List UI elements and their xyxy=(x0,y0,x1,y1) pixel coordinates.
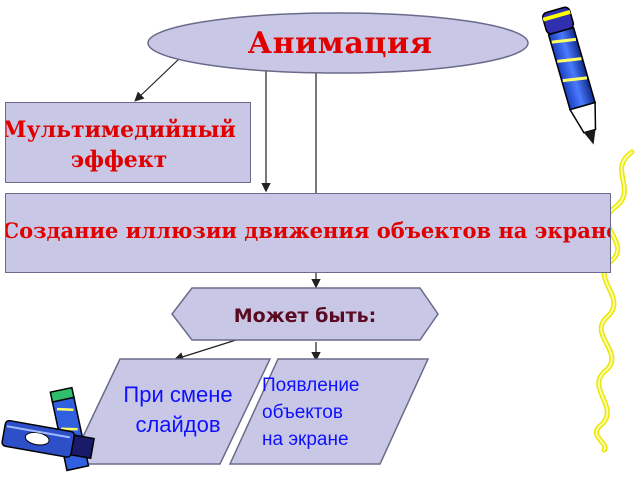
arrow-title-to-effect xyxy=(134,57,181,102)
squiggle-highlight xyxy=(595,151,633,451)
option-slides-label: При смене слайдов xyxy=(123,382,233,437)
effect-box: Мультимедийный эффект xyxy=(5,102,251,183)
slides-parallelogram xyxy=(68,358,272,465)
illusion-box-label: Создание иллюзии движения объектов на эк… xyxy=(5,218,611,243)
pencil-icon xyxy=(1,386,95,472)
illusion-box: Создание иллюзии движения объектов на эк… xyxy=(5,193,611,273)
title-animation: Анимация xyxy=(247,25,433,61)
maybe-label: Может быть: xyxy=(233,305,377,327)
objects-parallelogram xyxy=(228,358,430,465)
effect-box-label: Мультимедийный эффект xyxy=(5,117,236,173)
pen-icon xyxy=(541,6,597,145)
maybe-hexagon xyxy=(171,287,439,341)
arrow-maybe-to-slides xyxy=(173,339,237,362)
option-objects-label: Появление объектов на экране xyxy=(262,375,360,450)
title-ellipse xyxy=(147,12,529,74)
connectors xyxy=(134,57,321,362)
